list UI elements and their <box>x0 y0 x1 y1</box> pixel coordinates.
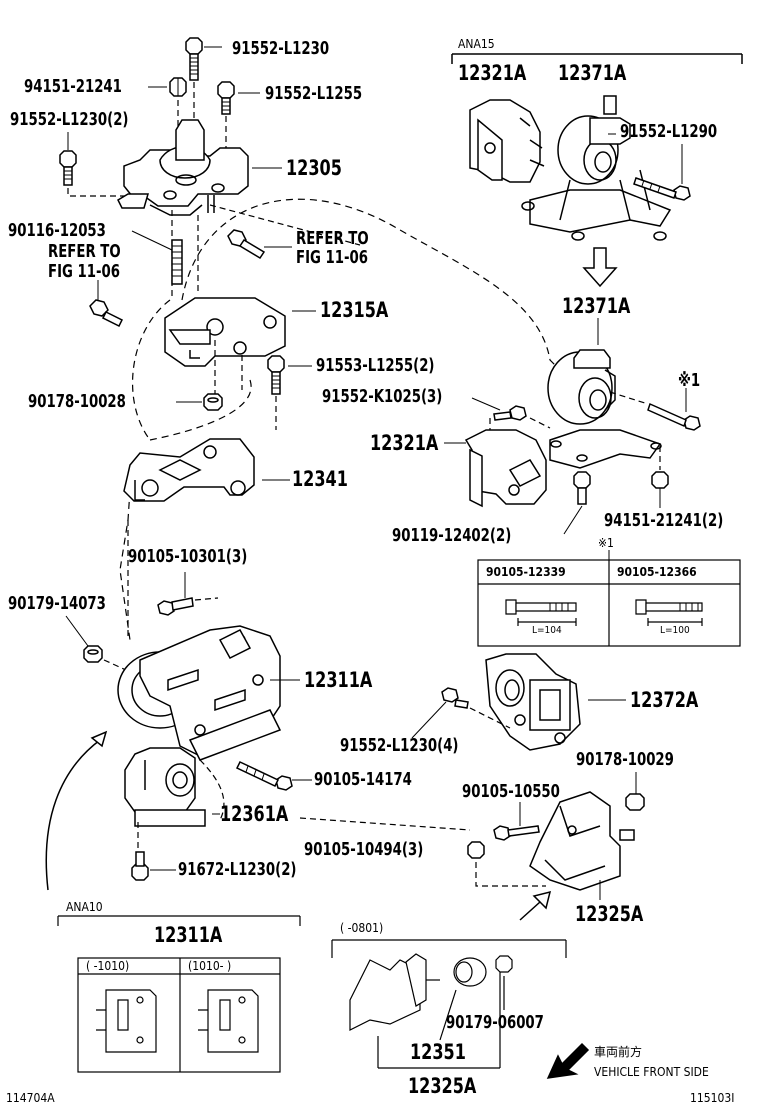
bolt-91552-L1255 <box>217 81 235 115</box>
label-91552-L1230-4: 91552-L1230(4) <box>340 735 459 756</box>
nut-90178-10029 <box>625 793 645 811</box>
bolt-table <box>477 559 741 647</box>
table-length-100: L=100 <box>660 625 690 636</box>
figure-id-right: 115103I <box>690 1091 735 1105</box>
label-12311A: 12311A <box>304 668 373 692</box>
label-12361A: 12361A <box>220 802 289 826</box>
label-ana15: ANA15 <box>458 37 495 51</box>
bolt-91552-L1290 <box>633 177 691 201</box>
label-ana10: ANA10 <box>66 900 103 914</box>
direction-label-jp: 車両前方 <box>594 1045 643 1059</box>
label-12372A: 12372A <box>630 688 699 712</box>
label-91672-L1230: 91672-L1230(2) <box>178 859 297 880</box>
bracket-12321A-lower <box>464 429 547 508</box>
label-date-before-1010: ( -1010) <box>86 959 130 973</box>
label-refer-to-right: REFER TO <box>296 228 369 249</box>
label-12325A: 12325A <box>575 902 644 926</box>
label-90105-10494: 90105-10494(3) <box>304 839 424 860</box>
curved-arrow <box>45 730 108 891</box>
bolt-refer-fig-right <box>227 229 266 260</box>
table-length-104: L=104 <box>532 625 562 636</box>
label-91552-K1025: 91552-K1025(3) <box>322 386 443 407</box>
bracket-12315A <box>164 297 286 367</box>
label-94151-21241-2: 94151-21241(2) <box>604 510 724 531</box>
bolt-90105-10550 <box>493 825 540 841</box>
vehicle-front-arrow <box>546 1042 590 1079</box>
mount-12305 <box>117 119 249 216</box>
label-90116-12053: 90116-12053 <box>8 220 106 241</box>
label-90105-10301: 90105-10301(3) <box>128 546 248 567</box>
mount-12372A <box>485 653 581 751</box>
nut-94151-21241 <box>169 77 187 97</box>
date-0801-box <box>331 939 567 1069</box>
label-12305: 12305 <box>286 156 342 180</box>
guide-loop <box>119 198 561 641</box>
bracket-12321A-top <box>469 99 545 183</box>
down-arrow <box>582 247 618 288</box>
label-90178-10028: 90178-10028 <box>28 391 126 412</box>
bolt-refer-fig-left <box>89 299 124 328</box>
label-12315A: 12315A <box>320 298 389 322</box>
bracket-12325A <box>529 791 635 891</box>
label-fig-11-06-right: FIG 11-06 <box>296 247 369 268</box>
label-refer-to-left: REFER TO <box>48 241 121 262</box>
label-note-1: ※1 <box>678 370 701 391</box>
stud-90116-12053 <box>171 239 183 285</box>
figure-id-left: 114704A <box>6 1091 55 1105</box>
mount-12361A <box>124 747 225 827</box>
bolt-90105-10494 <box>467 841 485 859</box>
direction-label-en: VEHICLE FRONT SIDE <box>594 1065 709 1079</box>
label-12351: 12351 <box>410 1040 466 1064</box>
label-90178-10029: 90178-10029 <box>576 749 674 770</box>
label-90179-14073: 90179-14073 <box>8 593 106 614</box>
label-fig-11-06-left: FIG 11-06 <box>48 261 121 282</box>
mount-12371A-top <box>521 95 672 241</box>
bolt-91552-K1025 <box>493 405 527 421</box>
bolt-91552-L1230-top <box>185 37 203 81</box>
table-header-90105-12366: 90105-12366 <box>617 565 697 579</box>
label-90105-14174: 90105-14174 <box>314 769 412 790</box>
label-91552-L1255: 91552-L1255 <box>265 83 363 104</box>
label-12321A-top: 12321A <box>458 61 527 85</box>
label-90179-06007: 90179-06007 <box>446 1012 544 1033</box>
label-date-after-1010: (1010- ) <box>188 959 232 973</box>
label-date-0801: ( -0801) <box>340 921 384 935</box>
table-header-90105-12339: 90105-12339 <box>486 565 566 579</box>
label-91552-L1230: 91552-L1230 <box>232 38 330 59</box>
table-note-marker: ※1 <box>598 536 614 550</box>
ana15-bracket <box>451 53 743 64</box>
bolt-91552-L1230-left <box>59 150 77 186</box>
label-94151-21241: 94151-21241 <box>24 76 122 97</box>
bolt-90119-12402 <box>573 471 591 505</box>
bolt-90105-10301 <box>157 597 194 616</box>
bolt-91552-L1230-4 <box>441 687 469 709</box>
bolt-91672-L1230 <box>131 851 149 881</box>
label-12321A-lower: 12321A <box>370 431 439 455</box>
label-91552-L1290: 91552-L1290 <box>620 121 718 142</box>
label-91553-L1255: 91553-L1255(2) <box>316 355 435 376</box>
arrow-to-12325A <box>519 890 552 921</box>
label-12311A-ana10: 12311A <box>154 923 223 947</box>
bolt-91553-L1255 <box>267 355 285 395</box>
label-12341: 12341 <box>292 467 348 491</box>
label-90105-10550: 90105-10550 <box>462 781 560 802</box>
bracket-12341 <box>123 438 255 502</box>
label-12371A-lower: 12371A <box>562 294 631 318</box>
label-12325A-bottom: 12325A <box>408 1074 477 1098</box>
bracket-12311A <box>117 625 282 761</box>
bolt-90105-14174 <box>235 761 293 791</box>
label-91552-L1230-2: 91552-L1230(2) <box>10 109 129 130</box>
nut-90179-14073 <box>83 645 103 663</box>
ana10-box <box>57 915 301 1073</box>
label-12371A-top: 12371A <box>558 61 627 85</box>
label-90119-12402: 90119-12402(2) <box>392 525 512 546</box>
bolt-note-1 <box>647 402 701 431</box>
mount-12371A-lower <box>547 349 662 469</box>
nut-90178-10028 <box>203 393 223 411</box>
nut-94151-21241-lower <box>651 471 669 489</box>
